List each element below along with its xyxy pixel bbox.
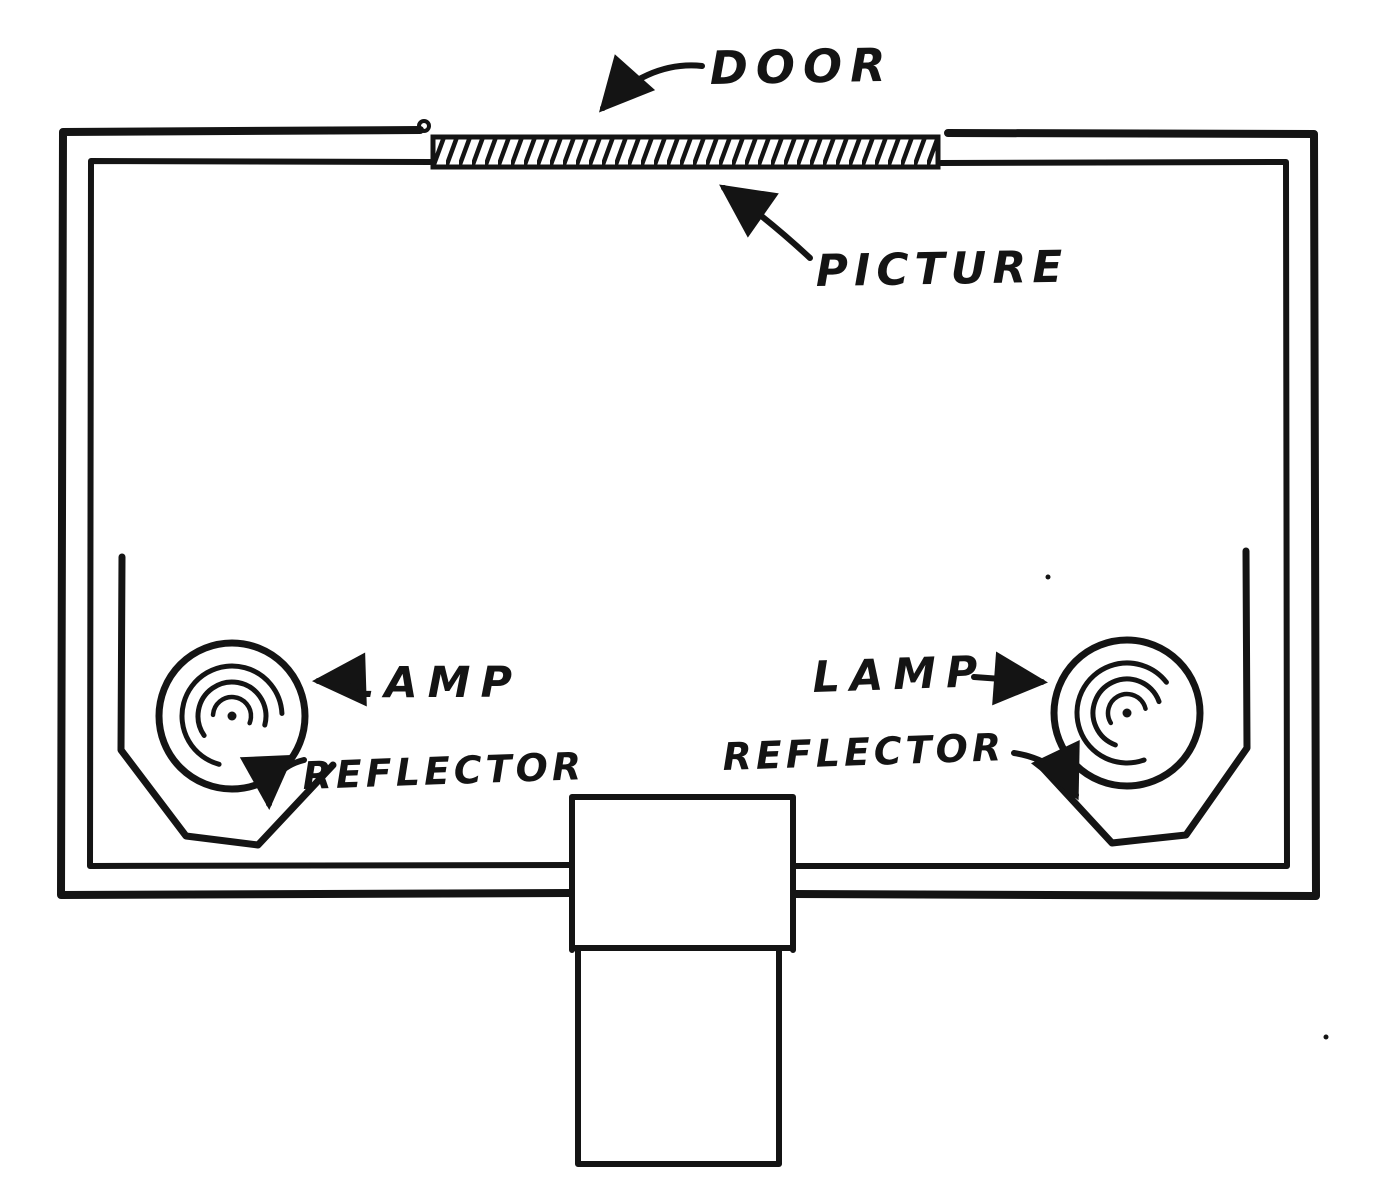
- lamp-right-label: LAMP: [812, 647, 989, 703]
- door-hinge-dot: [417, 119, 431, 133]
- lamp-left-filament-arc-1: [179, 663, 285, 769]
- lamp-right-filament-arc-2: [1090, 676, 1164, 750]
- viewing-tube: [569, 794, 796, 1167]
- lamp-left-center-dot: [227, 711, 237, 721]
- ink-speck: [1323, 1034, 1329, 1040]
- lamp-left-shape: [155, 639, 309, 793]
- reflector-left-arrow: [239, 754, 307, 810]
- picture-label: PICTURE: [815, 242, 1068, 297]
- reflector-left-shape: [117, 553, 337, 849]
- ink-speck: [1045, 574, 1051, 580]
- lamp-left-filament-arc-3: [210, 694, 254, 738]
- reflector-right-shape: [1036, 547, 1251, 847]
- reflector-right-label: REFLECTOR: [722, 725, 1006, 779]
- lamp-right-center-dot: [1122, 708, 1132, 718]
- lamp-right-shape: [1050, 636, 1204, 790]
- lamp-left-filament-arc-2: [195, 679, 269, 753]
- lamp-right-filament-arc-1: [1074, 660, 1180, 766]
- lamp-left-label: LAMP: [347, 658, 522, 708]
- lamp-right-arrow: [971, 651, 1048, 706]
- lamp-left-arrow: [312, 652, 367, 707]
- box-outer-border: [57, 126, 1320, 900]
- reflector-right-arrow: [1011, 740, 1080, 801]
- lamp-left-bulb: [155, 639, 309, 793]
- door-arrow: [599, 54, 705, 113]
- lamp-right-filament-arc-3: [1105, 691, 1149, 735]
- door-picture-strip: [430, 134, 941, 170]
- reflector-left-label: REFLECTOR: [302, 744, 586, 798]
- door-label: DOOR: [709, 38, 894, 95]
- picture-arrow: [719, 184, 813, 261]
- lamp-right-bulb: [1050, 636, 1204, 790]
- box-inner-border: [87, 158, 1290, 869]
